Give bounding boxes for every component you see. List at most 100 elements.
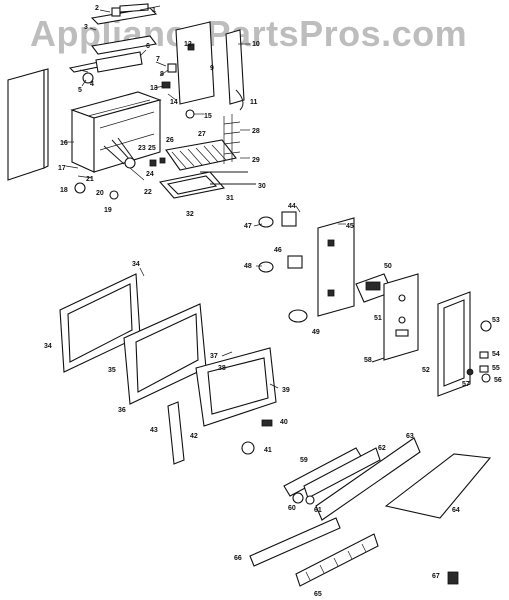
callout-6: 6 bbox=[146, 43, 150, 50]
callout-43: 43 bbox=[150, 427, 158, 434]
callout-34b: 34 bbox=[44, 343, 52, 350]
callout-60: 60 bbox=[288, 505, 296, 512]
callout-17: 17 bbox=[58, 165, 66, 172]
callout-21: 21 bbox=[86, 176, 94, 183]
callout-50: 50 bbox=[384, 263, 392, 270]
drawer-panel-63 bbox=[315, 437, 421, 521]
callout-65: 65 bbox=[314, 591, 322, 598]
drawer-slide-66 bbox=[249, 517, 341, 567]
part-67 bbox=[447, 571, 459, 585]
clip-13 bbox=[161, 81, 171, 89]
side-door-inner bbox=[443, 299, 465, 387]
callout-59: 59 bbox=[300, 457, 308, 464]
callout-49: 49 bbox=[312, 329, 320, 336]
callout-63: 63 bbox=[406, 433, 414, 440]
callout-51: 51 bbox=[374, 315, 382, 322]
door-inner-opening bbox=[207, 357, 269, 415]
callout-61: 61 bbox=[314, 507, 322, 514]
switch-46 bbox=[287, 255, 303, 269]
upper-plate bbox=[95, 51, 143, 73]
knob-49 bbox=[288, 309, 308, 323]
washer bbox=[74, 182, 86, 194]
callout-labels: 1 2 3 4 5 6 7 8 9 10 11 12 13 14 15 16 1… bbox=[44, 5, 502, 598]
callout-42: 42 bbox=[190, 433, 198, 440]
callout-26: 26 bbox=[166, 137, 174, 144]
callout-34a: 34 bbox=[132, 261, 140, 268]
drawer-assembly bbox=[249, 437, 492, 587]
callout-41: 41 bbox=[264, 447, 272, 454]
box-front bbox=[93, 99, 161, 173]
callout-22: 22 bbox=[144, 189, 152, 196]
callout-30: 30 bbox=[258, 183, 266, 190]
box-left bbox=[71, 109, 95, 173]
terminal-disc bbox=[124, 157, 136, 169]
drawer-front-64 bbox=[384, 453, 492, 519]
callout-56: 56 bbox=[494, 377, 502, 384]
top-assembly bbox=[7, 3, 256, 200]
back-panel-clip bbox=[187, 43, 195, 51]
callout-4: 4 bbox=[90, 81, 94, 88]
display-window bbox=[365, 281, 381, 291]
door-outer-inner bbox=[67, 283, 133, 363]
callout-67: 67 bbox=[432, 573, 440, 580]
callout-38: 38 bbox=[218, 365, 226, 372]
callout-58: 58 bbox=[364, 357, 372, 364]
thermostat-disc bbox=[185, 109, 195, 119]
callout-57: 57 bbox=[462, 381, 470, 388]
side-panel bbox=[7, 69, 45, 181]
button-41 bbox=[241, 441, 255, 455]
knob-53 bbox=[480, 320, 492, 332]
callout-48: 48 bbox=[244, 263, 252, 270]
callout-19: 19 bbox=[104, 207, 112, 214]
callout-40: 40 bbox=[280, 419, 288, 426]
callout-29: 29 bbox=[252, 157, 260, 164]
callout-10: 10 bbox=[252, 41, 260, 48]
drawer-slide-65 bbox=[295, 533, 379, 587]
callout-28: 28 bbox=[252, 128, 260, 135]
roller-60 bbox=[292, 492, 304, 504]
callout-53: 53 bbox=[492, 317, 500, 324]
callout-13: 13 bbox=[150, 85, 158, 92]
door-glass bbox=[135, 313, 199, 393]
callout-27: 27 bbox=[198, 131, 206, 138]
callout-44: 44 bbox=[288, 203, 296, 210]
callout-47: 47 bbox=[244, 223, 252, 230]
callout-31: 31 bbox=[226, 195, 234, 202]
block-24 bbox=[149, 159, 157, 167]
knob-56 bbox=[481, 373, 491, 383]
control-bracket bbox=[317, 217, 355, 317]
callout-15: 15 bbox=[204, 113, 212, 120]
top-trim bbox=[91, 35, 157, 55]
callout-46: 46 bbox=[274, 247, 282, 254]
oven-rack bbox=[165, 139, 237, 171]
screw-57 bbox=[466, 368, 474, 376]
door-assembly bbox=[59, 273, 277, 465]
callout-64: 64 bbox=[452, 507, 460, 514]
callout-7: 7 bbox=[156, 56, 160, 63]
callout-1: 1 bbox=[152, 7, 156, 14]
part-54 bbox=[479, 351, 489, 359]
callout-20: 20 bbox=[96, 190, 104, 197]
tray-inner bbox=[166, 175, 218, 195]
callout-8: 8 bbox=[160, 71, 164, 78]
callout-39: 39 bbox=[282, 387, 290, 394]
grommet bbox=[109, 190, 119, 200]
callout-24: 24 bbox=[146, 171, 154, 178]
switch-44 bbox=[281, 211, 297, 227]
part-55 bbox=[479, 365, 489, 373]
callout-37: 37 bbox=[210, 353, 218, 360]
callout-52: 52 bbox=[422, 367, 430, 374]
callout-5: 5 bbox=[78, 87, 82, 94]
spring-48 bbox=[258, 261, 274, 273]
screw-37 bbox=[221, 351, 233, 357]
callout-12: 12 bbox=[184, 41, 192, 48]
callout-32: 32 bbox=[186, 211, 194, 218]
rack-bracket bbox=[223, 114, 241, 164]
callout-11: 11 bbox=[250, 99, 258, 106]
callout-16: 16 bbox=[60, 140, 68, 147]
callout-54: 54 bbox=[492, 351, 500, 358]
callout-66: 66 bbox=[234, 555, 242, 562]
leader-lines bbox=[62, 5, 346, 389]
hinge-42 bbox=[167, 401, 185, 465]
